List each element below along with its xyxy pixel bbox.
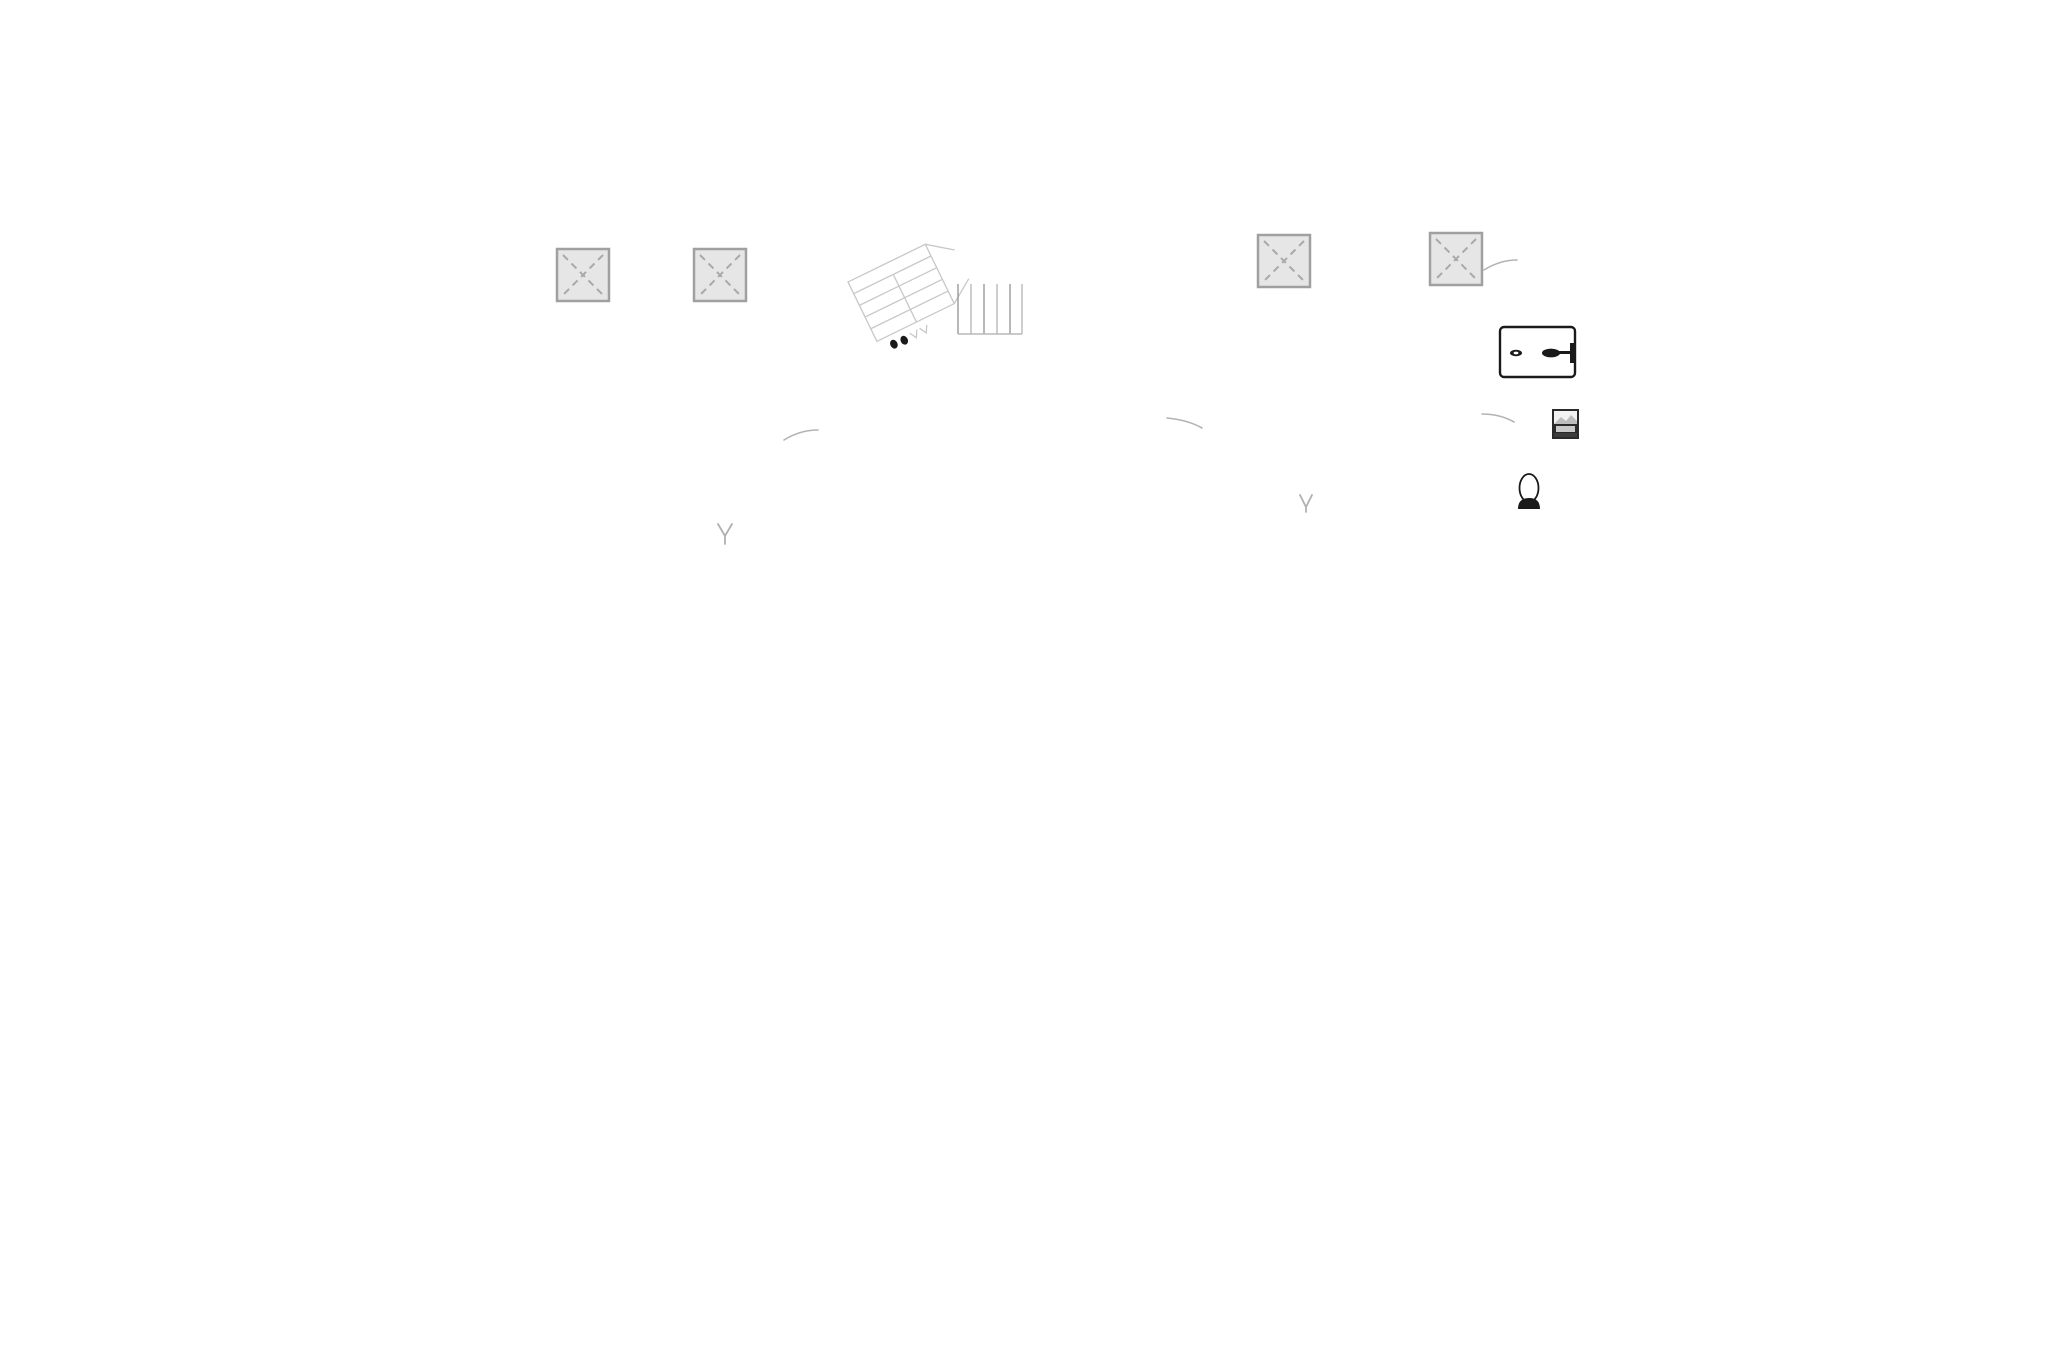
broken-image-icon <box>1428 231 1484 287</box>
arc-connector <box>1481 413 1515 423</box>
device-screen-icon <box>1498 325 1577 379</box>
arc-connector <box>1483 259 1518 271</box>
arc-connector <box>1166 417 1203 429</box>
right-group <box>1166 231 1579 513</box>
fork-connector <box>717 523 733 545</box>
fork-connector <box>1299 494 1313 513</box>
form-sketch-marks <box>890 324 928 349</box>
person-bust-icon <box>1518 473 1540 509</box>
photo-thumbnail-icon <box>1552 409 1579 439</box>
broken-image-icon <box>692 247 748 303</box>
left-group <box>555 243 1023 545</box>
broken-image-icon <box>555 247 611 303</box>
tilted-form-sketch <box>847 243 970 349</box>
vertical-stripes-sketch <box>957 284 1023 335</box>
broken-image-icon <box>1256 233 1312 289</box>
arc-connector <box>783 429 819 441</box>
